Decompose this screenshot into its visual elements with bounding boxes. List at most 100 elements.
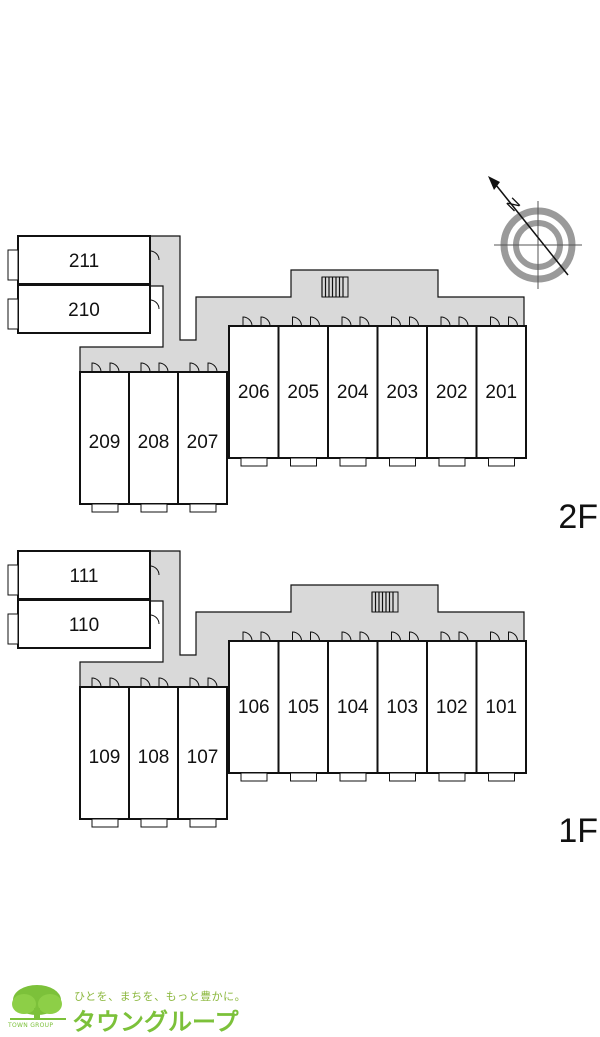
door-icon [149, 250, 160, 261]
door-icon [109, 677, 120, 688]
door-icon [242, 631, 253, 642]
door-icon [189, 677, 200, 688]
balcony [339, 457, 367, 467]
unit-label: 206 [238, 382, 270, 403]
unit-label: 203 [386, 382, 418, 403]
door-icon [149, 565, 160, 576]
unit-label: 109 [89, 747, 121, 768]
balcony [488, 457, 515, 467]
unit-label: 211 [69, 251, 99, 272]
unit-label: 202 [436, 382, 468, 403]
unit-202: 202 [426, 316, 478, 467]
door-icon [341, 316, 352, 327]
balcony [438, 457, 466, 467]
door-icon [310, 631, 320, 642]
door-icon [91, 677, 102, 688]
balcony [290, 772, 317, 782]
unit-label: 201 [485, 382, 517, 403]
floor-2f-plan: 211 210 209 208 207 206 205 204 203 202 201 2F [7, 235, 598, 536]
balcony [7, 613, 19, 645]
unit-101: 101 [475, 631, 527, 782]
unit-211: 211 [7, 235, 160, 285]
balcony [290, 457, 317, 467]
unit-108: 108 [128, 677, 179, 828]
unit-label: 102 [436, 697, 468, 718]
unit-label: 105 [287, 697, 319, 718]
door-icon [508, 316, 518, 327]
unit-204: 204 [327, 316, 379, 467]
balcony [189, 503, 217, 513]
compass-icon: N [488, 176, 582, 289]
door-icon [440, 631, 451, 642]
door-icon [189, 362, 200, 373]
footer-logo: TOWN GROUP ひとを、まちを、もっと豊かに。 タウングループ [6, 980, 266, 1036]
unit-210: 210 [7, 284, 160, 334]
unit-label: 108 [138, 747, 170, 768]
unit-105: 105 [277, 631, 329, 782]
unit-label: 209 [89, 432, 121, 453]
unit-206: 206 [228, 316, 280, 467]
unit-111: 111 [7, 550, 160, 600]
unit-208: 208 [128, 362, 179, 513]
door-icon [292, 631, 302, 642]
door-icon [140, 677, 151, 688]
door-icon [310, 316, 320, 327]
balcony [91, 503, 119, 513]
door-icon [207, 677, 218, 688]
unit-label: 107 [187, 747, 219, 768]
unit-label: 208 [138, 432, 170, 453]
unit-label: 101 [485, 697, 517, 718]
door-icon [260, 316, 271, 327]
unit-207: 207 [177, 362, 228, 513]
door-icon [91, 362, 102, 373]
balcony [91, 818, 119, 828]
stairs-icon [321, 276, 349, 298]
unit-label: 204 [337, 382, 369, 403]
unit-209: 209 [79, 362, 130, 513]
balcony [240, 457, 268, 467]
door-icon [391, 631, 401, 642]
door-icon [359, 631, 370, 642]
door-icon [260, 631, 271, 642]
unit-205: 205 [277, 316, 329, 467]
balcony [240, 772, 268, 782]
door-icon [490, 316, 500, 327]
door-icon [359, 316, 370, 327]
brand-name: タウングループ [72, 1008, 239, 1036]
compass-needle [491, 179, 569, 276]
door-icon [149, 299, 160, 310]
brand-english: TOWN GROUP [8, 1022, 54, 1029]
balcony [7, 564, 19, 596]
unit-109: 109 [79, 677, 130, 828]
balcony [7, 298, 19, 330]
door-icon [409, 316, 419, 327]
door-icon [158, 362, 169, 373]
unit-label: 104 [337, 697, 369, 718]
unit-106: 106 [228, 631, 280, 782]
unit-104: 104 [327, 631, 379, 782]
unit-label: 111 [70, 566, 99, 587]
door-icon [341, 631, 352, 642]
unit-label: 110 [69, 615, 99, 636]
unit-102: 102 [426, 631, 478, 782]
door-icon [508, 631, 518, 642]
balcony [7, 249, 19, 281]
door-icon [409, 631, 419, 642]
unit-label: 205 [287, 382, 319, 403]
door-icon [149, 614, 160, 625]
door-icon [458, 316, 469, 327]
door-icon [242, 316, 253, 327]
floor-label: 2F [558, 498, 598, 536]
door-icon [158, 677, 169, 688]
door-icon [292, 316, 302, 327]
balcony [140, 818, 168, 828]
door-icon [440, 316, 451, 327]
stairs-icon [371, 591, 399, 613]
unit-107: 107 [177, 677, 228, 828]
unit-label: 103 [386, 697, 418, 718]
balcony [339, 772, 367, 782]
door-icon [140, 362, 151, 373]
unit-203: 203 [376, 316, 428, 467]
